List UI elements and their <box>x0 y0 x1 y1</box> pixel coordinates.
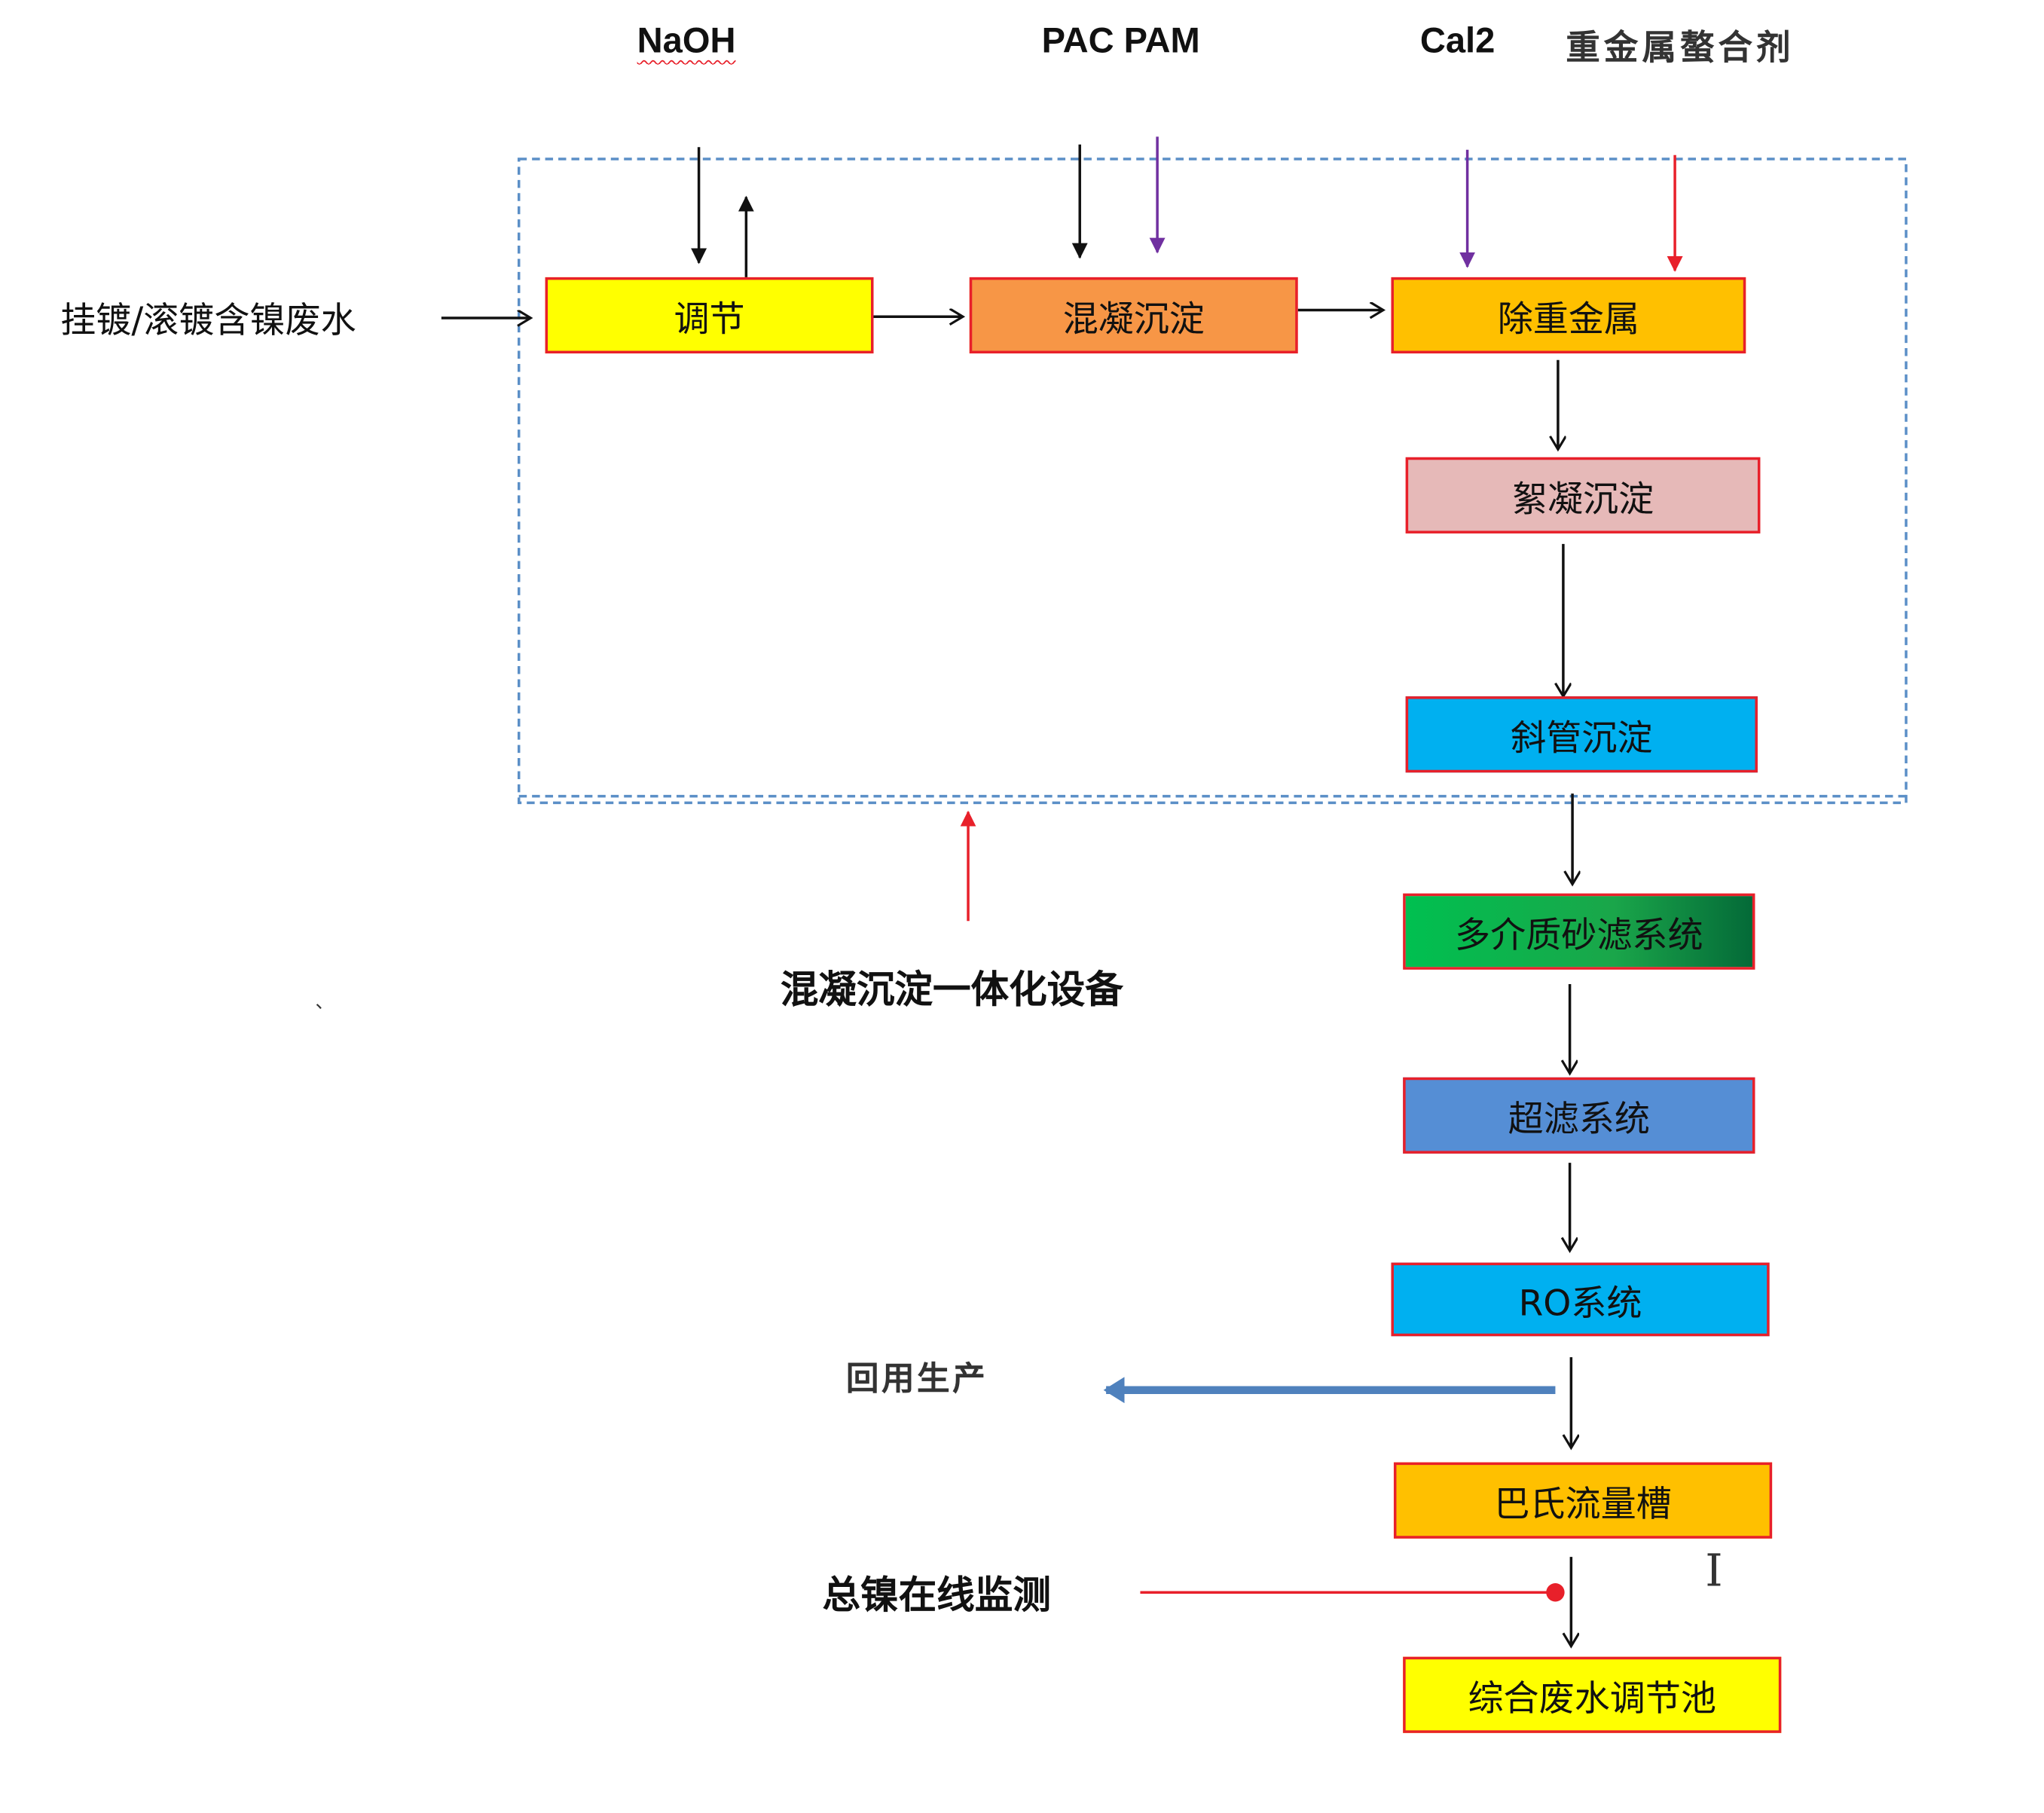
adjust-box: 调节 <box>545 277 874 354</box>
ro-box: RO系统 <box>1391 1262 1770 1337</box>
heavy-metal-removal-box: 除重金属 <box>1391 277 1746 354</box>
monitor-point <box>1546 1583 1565 1602</box>
naoh-label: NaOH <box>637 20 736 61</box>
text-cursor-icon: I <box>1705 1545 1723 1598</box>
pac-pam-label: PAC PAM <box>1041 20 1200 61</box>
pool-box: 综合废水调节池 <box>1403 1656 1782 1733</box>
inlet-label: 挂镀/滚镀含镍废水 <box>60 301 356 342</box>
stray-mark: 、 <box>315 992 334 1014</box>
coag-settle-box: 混凝沉淀 <box>969 277 1298 354</box>
sand-filter-box: 多介质砂滤系统 <box>1403 893 1755 970</box>
parshall-flume-box: 巴氏流量槽 <box>1393 1462 1773 1539</box>
integrated-equipment-label: 混凝沉淀一体化设备 <box>780 967 1123 1012</box>
cal2-label: Cal2 <box>1419 20 1496 61</box>
integrated-equipment-frame <box>517 157 1908 805</box>
tube-settle-box: 斜管沉淀 <box>1405 696 1758 773</box>
ultrafilter-box: 超滤系统 <box>1403 1077 1755 1154</box>
chelator-label: 重金属螯合剂 <box>1566 29 1795 69</box>
reuse-label: 回用生产 <box>845 1359 988 1399</box>
floc-settle-box: 絮凝沉淀 <box>1405 457 1761 534</box>
monitor-label: 总镍在线监测 <box>822 1573 1051 1618</box>
